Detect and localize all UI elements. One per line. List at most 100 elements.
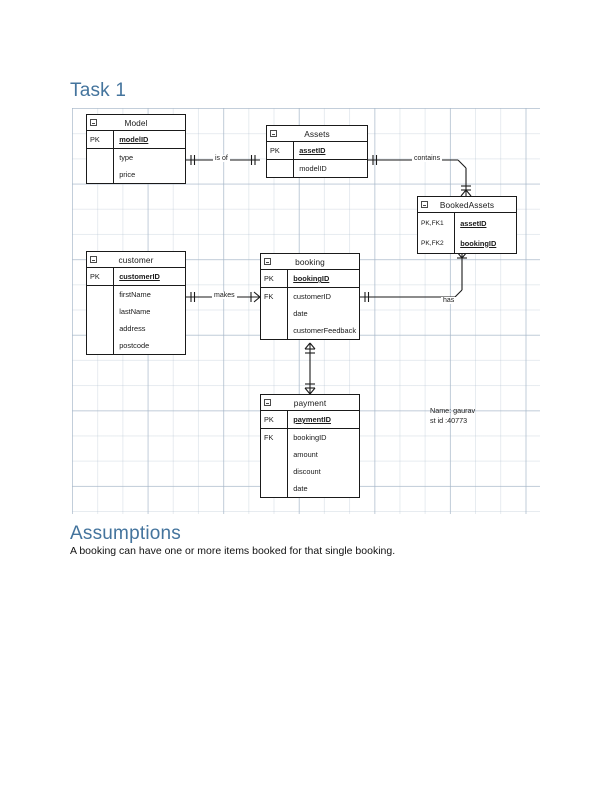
attribute-row: firstName: [87, 286, 185, 303]
entity-model[interactable]: Model PK modelID type price: [86, 114, 186, 184]
attribute-key: PK: [90, 272, 100, 281]
attribute-row: customerFeedback: [261, 322, 359, 339]
attribute-name: customerID: [119, 272, 160, 281]
attribute-name: firstName: [119, 290, 151, 299]
attribute-row: FK bookingID: [261, 429, 359, 446]
entity-header: BookedAssets: [418, 197, 516, 213]
column-divider: [287, 446, 289, 463]
page-title: Task 1: [70, 80, 127, 101]
entity-bookedassets[interactable]: BookedAssets PK,FK1 assetID PK,FK2 booki…: [417, 196, 517, 254]
attribute-row: PK,FK2 bookingID: [418, 233, 516, 253]
column-divider: [287, 322, 289, 339]
entity-header: Assets: [267, 126, 367, 142]
column-divider: [287, 429, 289, 446]
entity-title: BookedAssets: [439, 199, 495, 210]
entity-header: payment: [261, 395, 359, 411]
entity-customer[interactable]: customer PK customerID firstName lastNam…: [86, 251, 186, 355]
attribute-group-pk: PK,FK1 assetID PK,FK2 bookingID: [418, 213, 516, 253]
attribute-row: lastName: [87, 303, 185, 320]
attribute-name: amount: [293, 450, 318, 459]
column-divider: [293, 160, 295, 177]
attribute-key: PK,FK2: [421, 239, 444, 247]
attribute-row: PK paymentID: [261, 411, 359, 428]
attribute-group-pk: PK modelID: [87, 131, 185, 149]
attribute-key: PK: [270, 146, 280, 155]
attribute-row: date: [261, 480, 359, 497]
attribute-key: FK: [264, 433, 274, 442]
collapse-icon[interactable]: [264, 399, 271, 406]
author-note: Name: gaurav st id :40773: [430, 406, 475, 426]
entity-payment[interactable]: payment PK paymentID FK bookingID amount…: [260, 394, 360, 498]
attribute-group-fields: firstName lastName address postcode: [87, 286, 185, 354]
column-divider: [287, 288, 289, 305]
attribute-name: bookingID: [293, 433, 327, 442]
attribute-row: price: [87, 166, 185, 183]
attribute-group-pk: PK assetID: [267, 142, 367, 160]
attribute-name: customerID: [293, 292, 331, 301]
attribute-row: modelID: [267, 160, 367, 177]
attribute-key: [261, 446, 287, 463]
attribute-name: type: [119, 153, 134, 162]
attribute-key: PK,FK1: [421, 219, 444, 227]
entity-title: customer: [118, 254, 154, 265]
column-divider: [287, 463, 289, 480]
attribute-row: postcode: [87, 337, 185, 354]
attribute-group-pk: PK customerID: [87, 268, 185, 286]
attribute-name: paymentID: [293, 415, 331, 424]
attribute-row: PK,FK1 assetID: [418, 213, 516, 233]
collapse-icon[interactable]: [90, 119, 97, 126]
entity-header: Model: [87, 115, 185, 131]
collapse-icon[interactable]: [421, 201, 428, 208]
attribute-name: lastName: [119, 307, 151, 316]
attribute-key: [87, 337, 113, 354]
attribute-group-fields: FK bookingID amount discount date: [261, 429, 359, 497]
attribute-row: PK modelID: [87, 131, 185, 148]
attribute-row: date: [261, 305, 359, 322]
column-divider: [293, 142, 295, 159]
relationship-label-is-of: is of: [213, 155, 230, 162]
attribute-name: discount: [293, 467, 321, 476]
column-divider: [287, 305, 289, 322]
attribute-name: address: [119, 324, 146, 333]
column-divider: [454, 233, 456, 253]
attribute-key: [261, 322, 287, 339]
column-divider: [113, 131, 115, 148]
column-divider: [287, 270, 289, 287]
attribute-key: [261, 305, 287, 322]
attribute-row: PK customerID: [87, 268, 185, 285]
attribute-group-fields: type price: [87, 149, 185, 183]
attribute-key: FK: [264, 292, 274, 301]
attribute-group-pk: PK bookingID: [261, 270, 359, 288]
collapse-icon[interactable]: [90, 256, 97, 263]
collapse-icon[interactable]: [270, 130, 277, 137]
attribute-row: type: [87, 149, 185, 166]
attribute-group-fields: FK customerID date customerFeedback: [261, 288, 359, 339]
attribute-row: PK assetID: [267, 142, 367, 159]
entity-header: customer: [87, 252, 185, 268]
attribute-key: PK: [90, 135, 100, 144]
collapse-icon[interactable]: [264, 258, 271, 265]
attribute-key: [87, 303, 113, 320]
attribute-row: address: [87, 320, 185, 337]
relationship-label-contains: contains: [412, 155, 443, 162]
entity-assets[interactable]: Assets PK assetID modelID: [266, 125, 368, 178]
attribute-key: PK: [264, 274, 274, 283]
column-divider: [113, 149, 115, 166]
attribute-name: modelID: [119, 135, 149, 144]
assumptions-text: A booking can have one or more items boo…: [70, 545, 396, 557]
attribute-group-fields: modelID: [267, 160, 367, 177]
entity-title: booking: [295, 256, 325, 267]
assumptions-heading: Assumptions: [70, 523, 181, 544]
column-divider: [113, 320, 115, 337]
attribute-key: PK: [264, 415, 274, 424]
attribute-key: [87, 149, 113, 166]
author-note-name: Name: gaurav: [430, 406, 476, 415]
entity-header: booking: [261, 254, 359, 270]
entity-booking[interactable]: booking PK bookingID FK customerID date …: [260, 253, 360, 340]
column-divider: [454, 213, 456, 233]
attribute-name: assetID: [460, 218, 487, 228]
attribute-name: modelID: [299, 164, 327, 173]
attribute-name: date: [293, 484, 308, 493]
attribute-name: customerFeedback: [293, 326, 357, 335]
column-divider: [113, 303, 115, 320]
